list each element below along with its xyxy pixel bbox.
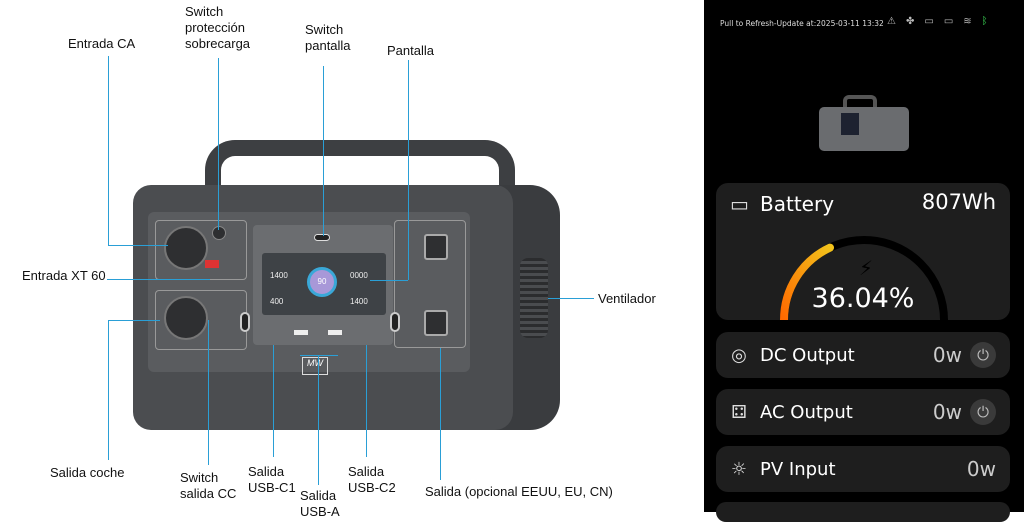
label-switch-salida-cc: Switch salida CC: [180, 470, 237, 501]
refresh-text: Pull to Refresh-Update at:2025-03-11 13:…: [720, 19, 884, 28]
label-ventilador: Ventilador: [598, 291, 656, 306]
ac-output-row[interactable]: ⚃ AC Output 0w ⏻: [716, 389, 1010, 435]
next-row[interactable]: [716, 502, 1010, 522]
device-fan-grill: [520, 258, 548, 338]
ac-outlet-icon: ⚃: [731, 401, 747, 423]
screen-right-bottom: 1400: [350, 297, 368, 306]
app-screen: Pull to Refresh-Update at:2025-03-11 13:…: [704, 0, 1024, 522]
row-label: DC Output: [760, 344, 855, 366]
ac-outlet-2: [424, 310, 448, 336]
brand-logo: MW: [302, 357, 328, 375]
bluetooth-icon: ᛒ: [981, 16, 988, 27]
label-salida-ac: Salida (opcional EEUU, EU, CN): [425, 484, 613, 499]
row-value: 0w: [932, 400, 962, 424]
label-entrada-ca: Entrada CA: [68, 36, 136, 51]
screen-left-top: 1400: [270, 271, 288, 280]
battery-label: Battery: [760, 192, 835, 216]
product-diagram: 1400 400 90 0000 1400 MW Entrada CA Swit…: [22, 4, 656, 519]
label-salida-usb-c2: Salida USB-C2: [348, 464, 396, 495]
battery-gauge: ⚡: [780, 236, 948, 320]
ac-input-port: [164, 226, 208, 270]
battery-icon: ▭: [730, 192, 749, 216]
usb-a-port-2: [328, 330, 342, 335]
power-toggle-button[interactable]: ⏻: [970, 399, 996, 425]
status-icons: ⚠ ✤ ▭ ▭ ≋ ᛒ: [887, 16, 988, 27]
battery-card[interactable]: ▭ Battery 807Wh ⚡ 36.04%: [716, 183, 1010, 320]
solar-panel-icon: ☼: [730, 458, 748, 480]
dc-output-icon: ◎: [731, 344, 747, 366]
xt60-port: [205, 260, 219, 268]
overload-switch: [212, 226, 226, 240]
label-switch-pantalla: Switch pantalla: [305, 22, 351, 53]
device-image: [819, 95, 909, 155]
screen-center: 90: [307, 267, 337, 297]
usb-a-port-1: [294, 330, 308, 335]
bolt-icon: ⚡: [859, 256, 873, 280]
pv-input-row[interactable]: ☼ PV Input 0w: [716, 446, 1010, 492]
ac-outlet-panel: [394, 220, 466, 348]
display-switch: [314, 234, 330, 241]
dc-output-row[interactable]: ◎ DC Output 0w ⏻: [716, 332, 1010, 378]
label-salida-usb-a: Salida USB-A: [300, 488, 340, 519]
row-label: AC Output: [760, 401, 853, 423]
screen-left-bottom: 400: [270, 297, 284, 306]
car-output-port: [164, 296, 208, 340]
gauge-fill: [780, 243, 834, 320]
warning-icon: ⚠: [887, 16, 896, 27]
fan-icon: ✤: [905, 16, 915, 27]
battery-percent: 36.04%: [811, 283, 915, 314]
device-screen: 1400 400 90 0000 1400: [262, 253, 386, 315]
label-salida-coche: Salida coche: [50, 465, 125, 480]
row-label: PV Input: [760, 458, 836, 480]
power-toggle-button[interactable]: ⏻: [970, 342, 996, 368]
row-value: 0w: [932, 343, 962, 367]
dc-switch: [240, 312, 250, 332]
label-pantalla: Pantalla: [387, 43, 434, 58]
screen-right-top: 0000: [350, 271, 368, 280]
ac-outlet-1: [424, 234, 448, 260]
label-entrada-xt60: Entrada XT 60: [22, 268, 106, 283]
battery-icon: ▭: [924, 16, 934, 27]
battery-icon: ▭: [943, 16, 954, 27]
battery-title: ▭ Battery: [730, 192, 834, 216]
ac-switch: [390, 312, 400, 332]
label-switch-proteccion: Switch protección sobrecarga: [185, 4, 251, 51]
row-value: 0w: [966, 457, 996, 481]
label-salida-usb-c1: Salida USB-C1: [248, 464, 296, 495]
battery-capacity: 807Wh: [921, 190, 996, 214]
wifi-icon: ≋: [963, 16, 972, 27]
